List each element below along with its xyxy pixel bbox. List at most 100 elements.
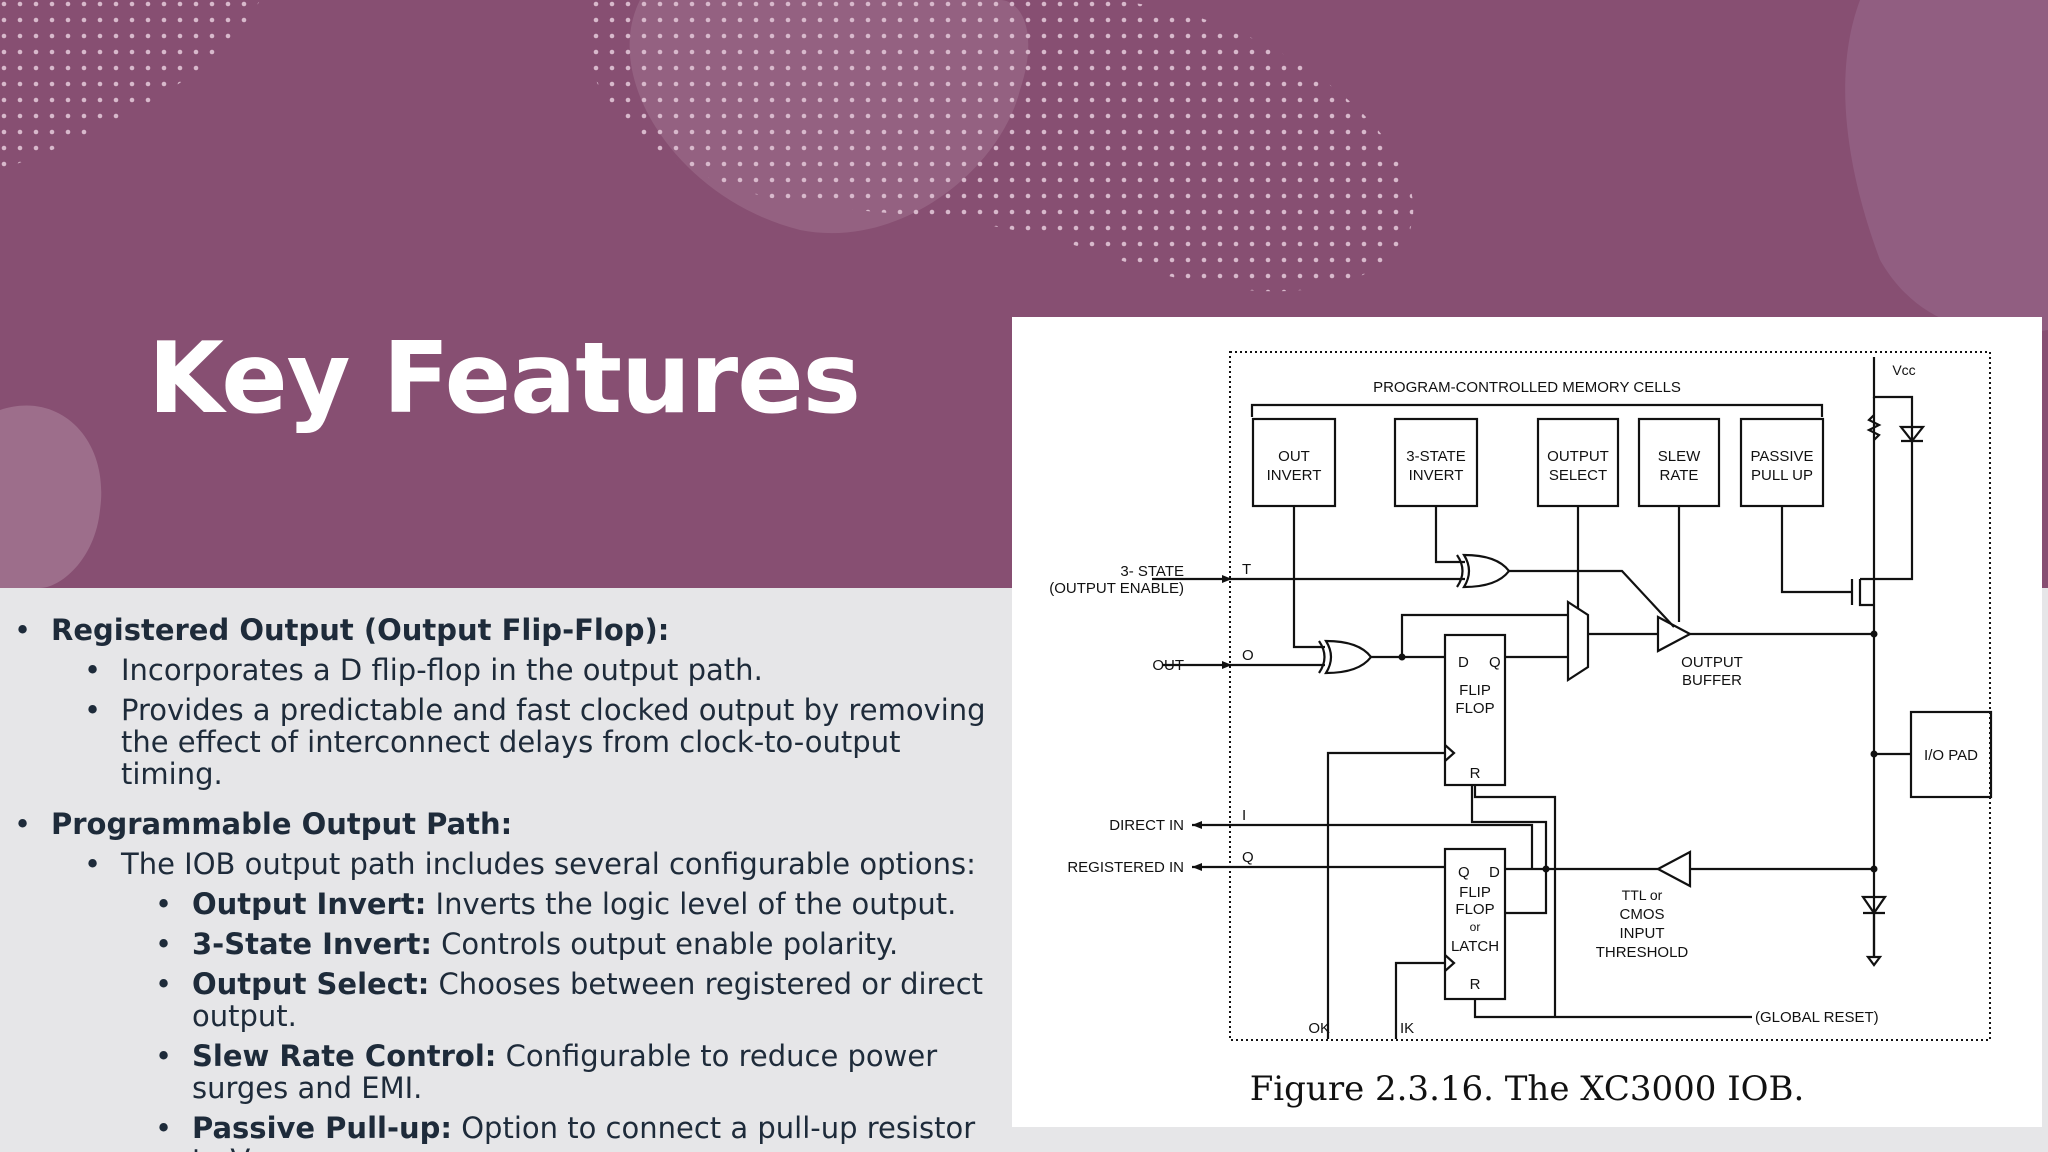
input-label: IK: [1400, 1020, 1414, 1037]
wire: [1508, 569, 1675, 628]
cell-label: PASSIVE: [1750, 448, 1813, 465]
wire: [1292, 506, 1325, 649]
option-desc: Chooses between registered or direct out…: [192, 967, 984, 1033]
cell-label: OUT: [1278, 448, 1310, 465]
xor-3state-back: [1456, 554, 1464, 588]
sub-bullet: • Incorporates a D flip-flop in the outp…: [14, 654, 1004, 686]
banner-decoration: [0, 0, 2048, 588]
ff-label: LATCH: [1451, 938, 1499, 955]
memory-cells-label: PROGRAM-CONTROLLED MEMORY CELLS: [1373, 379, 1681, 396]
option-name: Passive Pull-up:: [192, 1111, 452, 1145]
arrow-head: [1192, 821, 1202, 829]
pullup-resistor: [1866, 414, 1882, 441]
option-desc: Controls output enable polarity.: [431, 927, 899, 961]
xor-out: [1324, 639, 1373, 675]
junction: [1870, 630, 1878, 638]
option-name: 3-State Invert:: [192, 927, 432, 961]
ff-label: FLOP: [1455, 700, 1494, 717]
threshold-label: INPUT: [1620, 925, 1665, 942]
wire: [1434, 506, 1465, 564]
option-desc: Configurable to reduce power surges and …: [192, 1039, 938, 1105]
bullet-dot: •: [84, 847, 102, 881]
pin-label: Q: [1242, 849, 1254, 866]
bullet-registered-output: • Registered Output (Output Flip-Flop):: [14, 614, 1004, 646]
threshold-label: THRESHOLD: [1596, 944, 1689, 961]
ff-label: FLOP: [1455, 901, 1494, 918]
option-name: Slew Rate Control:: [192, 1039, 497, 1073]
ff-pin: Q: [1458, 864, 1470, 881]
bullet-heading: Programmable Output Path:: [51, 807, 513, 841]
cell-label: 3-STATE: [1406, 448, 1465, 465]
threshold-label: CMOS: [1620, 906, 1665, 923]
pin-label: O: [1242, 647, 1254, 664]
wire: [1780, 506, 1852, 594]
global-reset-label: (GLOBAL RESET): [1755, 1009, 1879, 1026]
bullet-dot: •: [155, 1039, 173, 1073]
output-mux: [1566, 599, 1590, 683]
pullup-transistor: [1850, 577, 1874, 607]
clamp-diode-top: [1898, 425, 1926, 443]
io-pad-label: I/O PAD: [1924, 747, 1978, 764]
ff-pin: Q: [1489, 654, 1501, 671]
bullet-heading: Registered Output (Output Flip-Flop):: [51, 613, 670, 647]
figure-caption: Figure 2.3.16. The XC3000 IOB.: [1249, 1069, 1805, 1109]
sub-bullet: • The IOB output path includes several c…: [14, 848, 1004, 880]
bullet-dot: •: [155, 927, 173, 961]
bullet-dot: •: [155, 1111, 173, 1145]
wire: [1874, 415, 1914, 581]
option-name: Output Select:: [192, 967, 430, 1001]
arrow-head: [1222, 575, 1232, 583]
input-label: OK: [1308, 1020, 1330, 1037]
input-label: OUT: [1152, 657, 1184, 674]
ff-pin: R: [1470, 765, 1481, 782]
junction: [1398, 653, 1406, 661]
option-output-invert: • Output Invert: Inverts the logic level…: [14, 888, 1004, 920]
cell-label: INVERT: [1267, 467, 1322, 484]
ff-in-clock: [1444, 954, 1456, 972]
iob-boundary: [1229, 351, 1991, 1041]
bullet-dot: •: [14, 613, 32, 647]
junction: [1870, 750, 1878, 758]
pin-label: I: [1242, 807, 1246, 824]
arrow-head: [1222, 661, 1232, 669]
sub-bullet-text: Incorporates a D flip-flop in the output…: [121, 653, 763, 687]
option-desc: Inverts the logic level of the output.: [426, 887, 957, 921]
ok-wire: [1326, 751, 1445, 1039]
junction: [1870, 865, 1878, 873]
title-banner: Key Features: [0, 0, 2048, 588]
threshold-label: TTL or: [1622, 887, 1663, 903]
ff-pin: D: [1489, 864, 1500, 881]
ik-wire: [1394, 961, 1445, 1039]
ff-out-clock: [1444, 744, 1456, 762]
ff-label: FLIP: [1459, 884, 1491, 901]
sub-bullet-text: Provides a predictable and fast clocked …: [121, 693, 986, 791]
bullet-programmable-output: • Programmable Output Path:: [14, 808, 1004, 840]
option-output-select: • Output Select: Chooses between registe…: [14, 968, 1004, 1032]
bullet-dot: •: [84, 693, 102, 727]
wire: [1470, 785, 1548, 869]
junction: [1542, 865, 1550, 873]
ground: [1865, 913, 1883, 967]
wire: [1505, 869, 1548, 915]
buffer-label: BUFFER: [1682, 672, 1742, 689]
iob-schematic: PROGRAM-CONTROLLED MEMORY CELLS Vcc OUT …: [1049, 351, 1993, 1041]
cell-label: SLEW: [1658, 448, 1701, 465]
option-desc: Option to connect a pull-up resistor to …: [192, 1111, 976, 1152]
xor-3state: [1462, 553, 1511, 589]
option-slew-rate: • Slew Rate Control: Configurable to red…: [14, 1040, 1004, 1104]
buffer-label: OUTPUT: [1681, 654, 1743, 671]
ff-pin: D: [1458, 654, 1469, 671]
bullet-dot: •: [155, 967, 173, 1001]
cell-label: RATE: [1660, 467, 1699, 484]
input-label: REGISTERED IN: [1067, 859, 1184, 876]
output-buffer: [1656, 615, 1693, 653]
wire: [1473, 785, 1557, 1017]
ff-label: or: [1470, 920, 1481, 934]
feature-list: • Registered Output (Output Flip-Flop): …: [14, 604, 1004, 1152]
ff-label: FLIP: [1459, 682, 1491, 699]
cell-label: PULL UP: [1751, 467, 1813, 484]
bullet-dot: •: [14, 807, 32, 841]
input-label: DIRECT IN: [1109, 817, 1184, 834]
cell-label: OUTPUT: [1547, 448, 1609, 465]
